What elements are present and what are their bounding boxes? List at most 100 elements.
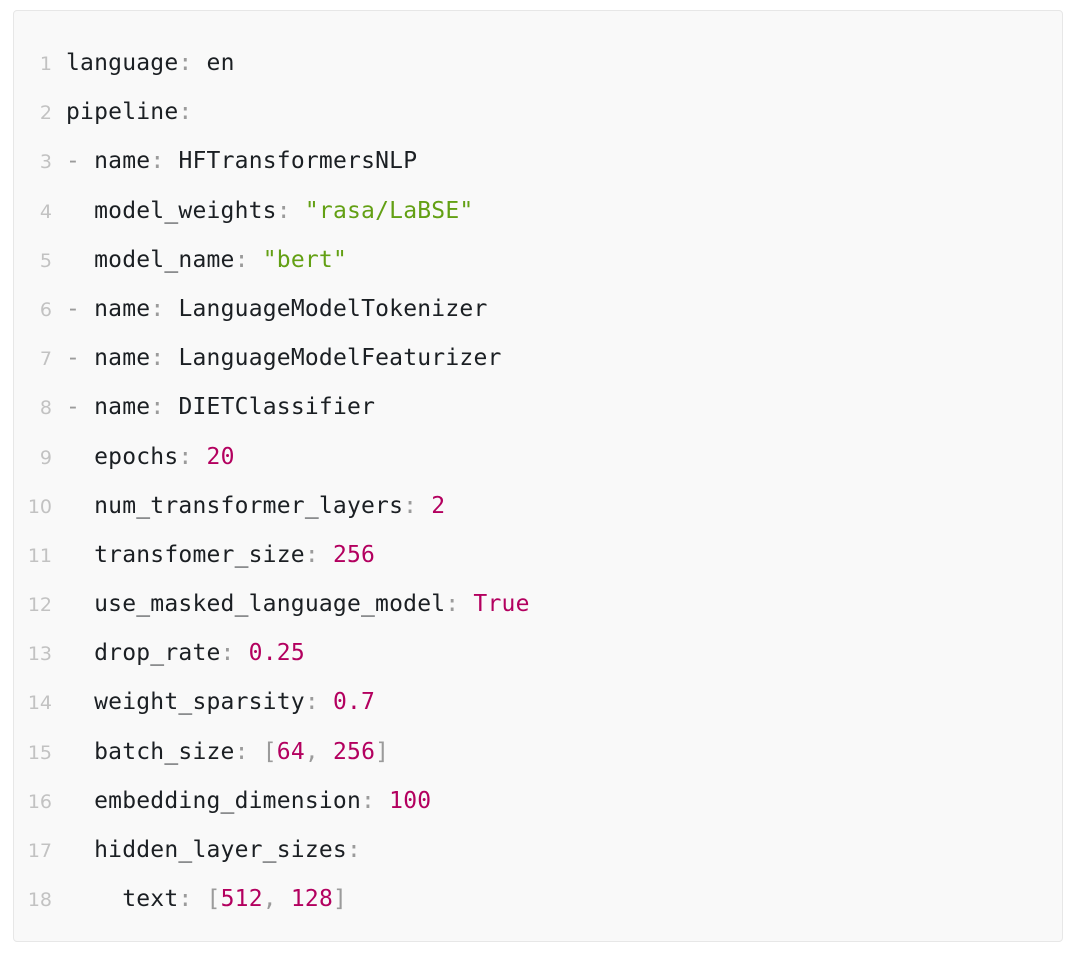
code-line[interactable]: 7- name: LanguageModelFeaturizer (14, 334, 1062, 383)
line-content[interactable]: hidden_layer_sizes: (66, 826, 1062, 875)
line-number: 17 (27, 840, 52, 862)
token-key: name (94, 345, 151, 372)
token-bracket: , (262, 886, 291, 913)
code-line[interactable]: 4 model_weights: "rasa/LaBSE" (14, 187, 1062, 236)
code-line[interactable]: 11 transfomer_size: 256 (14, 531, 1062, 580)
token-plain: HFTransformersNLP (178, 148, 418, 175)
line-content[interactable]: pipeline: (66, 88, 1062, 137)
line-content[interactable]: use_masked_language_model: True (66, 580, 1062, 629)
code-line[interactable]: 16 embedding_dimension: 100 (14, 777, 1062, 826)
token-punct: : (178, 443, 193, 470)
token-plain: LanguageModelTokenizer (178, 295, 488, 322)
code-line[interactable]: 13 drop_rate: 0.25 (14, 629, 1062, 678)
line-content[interactable]: - name: HFTransformersNLP (66, 137, 1062, 186)
line-content[interactable]: model_name: "bert" (66, 236, 1062, 285)
line-content[interactable]: weight_sparsity: 0.7 (66, 678, 1062, 727)
token-space (319, 689, 333, 715)
token-bracket: , (304, 738, 333, 765)
token-space (319, 542, 333, 568)
line-content[interactable]: drop_rate: 0.25 (66, 629, 1062, 678)
line-content[interactable]: embedding_dimension: 100 (66, 777, 1062, 826)
token-punct: : (304, 541, 319, 568)
token-space (459, 591, 473, 617)
token-space (66, 640, 94, 666)
code-line[interactable]: 17 hidden_layer_sizes: (14, 826, 1062, 875)
token-bracket: ] (375, 738, 390, 765)
token-number: 100 (389, 787, 432, 814)
token-bool: True (473, 591, 530, 618)
code-line[interactable]: 5 model_name: "bert" (14, 236, 1062, 285)
token-space (66, 591, 94, 617)
token-dash: - (66, 295, 81, 322)
token-space (66, 788, 94, 814)
line-number: 10 (27, 495, 52, 518)
token-punct: : (445, 591, 460, 618)
code-line[interactable]: 6- name: LanguageModelTokenizer (14, 285, 1062, 334)
line-content[interactable]: text: [512, 128] (66, 875, 1062, 924)
token-space (66, 493, 94, 519)
token-key: pipeline (66, 99, 179, 126)
token-number: 256 (332, 541, 376, 568)
token-key: batch_size (94, 738, 235, 765)
token-space (80, 394, 94, 420)
token-space (66, 198, 94, 224)
token-space (192, 50, 206, 76)
line-number: 1 (39, 53, 52, 75)
token-punct: : (150, 394, 165, 421)
token-space (66, 739, 94, 765)
code-line[interactable]: 14 weight_sparsity: 0.7 (14, 678, 1062, 727)
token-space (80, 148, 94, 174)
token-key: language (66, 50, 179, 76)
line-content[interactable]: batch_size: [64, 256] (66, 728, 1062, 777)
token-space (164, 296, 178, 322)
token-dash: - (66, 345, 81, 372)
line-content[interactable]: - name: LanguageModelTokenizer (66, 285, 1062, 334)
token-space (66, 247, 94, 273)
token-plain: DIETClassifier (178, 394, 376, 421)
code-line[interactable]: 10 num_transformer_layers: 2 (14, 482, 1062, 531)
token-key: model_weights (94, 197, 277, 224)
token-key: weight_sparsity (94, 689, 305, 716)
token-dash: - (66, 394, 81, 421)
code-line[interactable]: 18 text: [512, 128] (14, 875, 1062, 924)
code-line[interactable]: 12 use_masked_language_model: True (14, 580, 1062, 629)
line-content[interactable]: - name: DIETClassifier (66, 383, 1062, 432)
line-content[interactable]: model_weights: "rasa/LaBSE" (66, 187, 1062, 236)
code-line[interactable]: 15 batch_size: [64, 256] (14, 728, 1062, 777)
token-punct: : (361, 787, 376, 814)
token-punct: : (220, 640, 235, 667)
token-space (164, 394, 178, 420)
line-number: 5 (39, 249, 52, 272)
line-content[interactable]: num_transformer_layers: 2 (66, 482, 1062, 531)
line-number: 13 (27, 643, 52, 666)
code-line[interactable]: 8- name: DIETClassifier (14, 383, 1062, 432)
line-number: 9 (39, 446, 52, 469)
token-space (66, 542, 94, 568)
token-space (235, 640, 249, 666)
line-content[interactable]: - name: LanguageModelFeaturizer (66, 334, 1062, 383)
token-space (164, 148, 178, 174)
line-number: 14 (27, 692, 52, 715)
token-space (291, 198, 305, 224)
line-content[interactable]: language: en (66, 39, 1062, 88)
token-space (66, 886, 122, 912)
line-number: 15 (27, 741, 52, 764)
token-punct: : (346, 837, 362, 863)
token-space (66, 837, 94, 863)
token-number: 20 (206, 443, 235, 470)
code-line[interactable]: 9 epochs: 20 (14, 433, 1062, 482)
code-line[interactable]: 1 language: en (14, 39, 1062, 88)
token-punct: : (150, 148, 165, 175)
token-punct: : (178, 99, 193, 126)
line-content[interactable]: epochs: 20 (66, 433, 1062, 482)
token-space (80, 345, 94, 371)
token-bracket: [ (206, 886, 221, 913)
token-space (66, 444, 94, 470)
token-key: embedding_dimension (94, 787, 362, 814)
token-space (192, 444, 206, 470)
line-content[interactable]: transfomer_size: 256 (66, 531, 1062, 580)
code-line[interactable]: 3- name: HFTransformersNLP (14, 137, 1062, 186)
